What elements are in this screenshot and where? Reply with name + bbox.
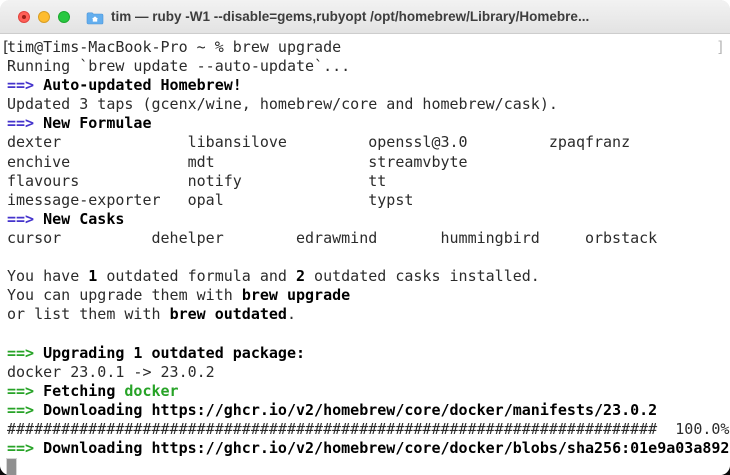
terminal-line: ==> Upgrading 1 outdated package: [7, 344, 730, 363]
terminal-line [7, 248, 730, 267]
terminal-output[interactable]: [tim@Tims-MacBook-Pro ~ % brew upgrade]R… [0, 34, 730, 475]
text-segment: brew outdated [169, 305, 287, 324]
text-segment: enchive mdt streamvbyte [7, 152, 468, 171]
window-title: tim — ruby -W1 --disable=gems,rubyopt /o… [111, 9, 590, 24]
terminal-line: ==> Downloading https://ghcr.io/v2/homeb… [7, 439, 730, 458]
text-segment: Auto-updated Homebrew! [43, 76, 242, 95]
text-segment: You have [7, 267, 89, 286]
terminal-line: or list them with brew outdated. [7, 305, 730, 324]
terminal-line: Running `brew update --auto-update`... [7, 57, 730, 76]
text-segment: Downloading https://ghcr.io/v2/homebrew/… [43, 400, 658, 419]
close-button[interactable] [18, 10, 30, 23]
terminal-line: You have 1 outdated formula and 2 outdat… [7, 267, 730, 286]
text-segment: ==> [7, 343, 44, 362]
text-segment: ==> [7, 114, 44, 133]
terminal-line: ==> New Casks [7, 210, 730, 229]
edited-dot-icon [22, 14, 26, 19]
zoom-button[interactable] [58, 10, 70, 23]
text-segment: New Casks [43, 209, 125, 228]
text-segment: ==> [7, 400, 44, 419]
minimize-button[interactable] [38, 10, 50, 23]
terminal-line: ==> New Formulae [7, 114, 730, 133]
terminal-line: ==> Downloading https://ghcr.io/v2/homeb… [7, 401, 730, 420]
text-segment: ==> [7, 438, 44, 457]
text-segment: Upgrading 1 outdated package: [43, 343, 306, 362]
text-segment: imessage-exporter opal typst [7, 190, 414, 209]
text-segment: ] [715, 38, 725, 56]
text-segment: Downloading https://ghcr.io/v2/homebrew/… [43, 438, 730, 457]
text-segment: docker [124, 381, 179, 400]
terminal-line: imessage-exporter opal typst [7, 191, 730, 210]
terminal-line: ==> Fetching docker [7, 382, 730, 401]
terminal-line [7, 458, 730, 475]
text-segment: docker 23.0.1 -> 23.0.2 [7, 362, 215, 381]
text-segment: ==> [7, 209, 44, 228]
text-segment: flavours notify tt [7, 171, 387, 190]
terminal-line: ########################################… [7, 420, 730, 439]
terminal-line: Updated 3 taps (gcenx/wine, homebrew/cor… [7, 95, 730, 114]
text-segment: New Formulae [43, 114, 152, 133]
text-segment: outdated casks installed. [305, 267, 540, 286]
text-segment: ########################################… [7, 419, 730, 438]
terminal-line: dexter libansilove openssl@3.0 zpaqfranz [7, 133, 730, 152]
text-segment: 1 [88, 267, 98, 286]
terminal-line: cursor dehelper edrawmind hummingbird or… [7, 229, 730, 248]
terminal-line: [tim@Tims-MacBook-Pro ~ % brew upgrade] [1, 38, 730, 57]
text-segment: ==> [7, 76, 44, 95]
title-bar[interactable]: tim — ruby -W1 --disable=gems,rubyopt /o… [0, 0, 730, 34]
text-segment: tim@Tims-MacBook-Pro ~ % brew upgrade [7, 38, 342, 56]
terminal-line: ==> Auto-updated Homebrew! [7, 76, 730, 95]
text-segment: Fetching [43, 381, 125, 400]
home-folder-icon[interactable] [86, 10, 104, 24]
text-segment: ==> [7, 381, 44, 400]
text-segment: 2 [296, 267, 306, 286]
terminal-line [7, 324, 730, 343]
terminal-line: flavours notify tt [7, 172, 730, 191]
text-segment: or list them with [7, 305, 170, 324]
text-segment: cursor dehelper edrawmind hummingbird or… [7, 228, 658, 247]
text-segment: . [286, 305, 296, 324]
terminal-line: docker 23.0.1 -> 23.0.2 [7, 363, 730, 382]
terminal-line: You can upgrade them with brew upgrade [7, 286, 730, 305]
text-segment: brew upgrade [241, 286, 351, 305]
text-segment: Updated 3 taps (gcenx/wine, homebrew/cor… [7, 95, 558, 114]
text-segment: dexter libansilove openssl@3.0 zpaqfranz [7, 133, 631, 152]
terminal-line: enchive mdt streamvbyte [7, 153, 730, 172]
text-segment: Running `brew update --auto-update`... [7, 57, 351, 76]
text-segment: outdated formula and [97, 267, 296, 286]
text-segment: [ [1, 38, 11, 56]
text-segment: You can upgrade them with [7, 286, 242, 305]
traffic-lights [18, 10, 70, 23]
text-cursor [7, 459, 16, 475]
